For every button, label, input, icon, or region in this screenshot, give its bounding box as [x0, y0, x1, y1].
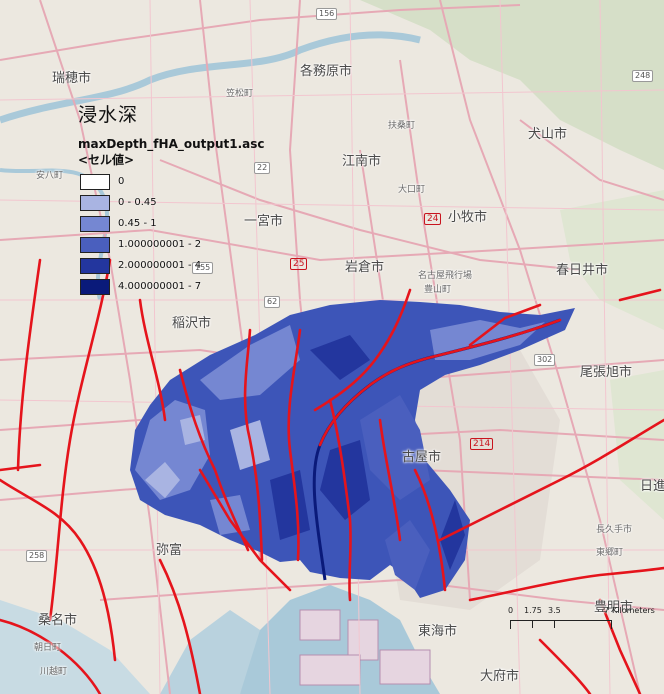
route-shield: 155 [192, 262, 214, 274]
scale-tick-label: 3.5 [548, 606, 561, 615]
scale-tick-label: 0 [508, 606, 514, 615]
scale-bar: 0 1.75 3.5 7 Kilometers [508, 606, 655, 636]
place-label: 東郷町 [596, 548, 624, 558]
place-label: 長久手市 [596, 525, 633, 535]
river-network [0, 258, 664, 694]
place-label: 大口町 [398, 185, 426, 195]
route-shield: 248 [632, 70, 654, 82]
legend-class: 4.000000001 - 7 [78, 276, 308, 297]
scale-bar-line [510, 620, 612, 629]
place-label: 日進 [640, 479, 664, 494]
legend-swatch [80, 236, 110, 253]
port-island-3 [299, 654, 361, 686]
route-shield: 22 [254, 162, 271, 174]
legend-swatch [80, 194, 110, 211]
legend-classes: 0 0 - 0.45 0.45 - 1 1.000000001 - 2 2.00… [78, 171, 308, 297]
place-label: 各務原市 [300, 64, 353, 79]
route-shield: 258 [26, 550, 48, 562]
place-label: 東海市 [418, 624, 458, 639]
legend-class: 0 [78, 171, 308, 192]
place-label: 弥富 [156, 543, 183, 558]
scale-unit: Kilometers [612, 606, 655, 615]
scale-tick-label: 7 [604, 606, 610, 615]
place-label: 江南市 [342, 154, 382, 169]
legend-subtitle: <セル値> [78, 153, 135, 167]
legend-title: 浸水深 [78, 104, 139, 126]
place-label: 豊山町 [424, 285, 452, 295]
legend-swatch [80, 173, 110, 190]
place-label: 瑞穂市 [52, 71, 92, 86]
legend-class-label: 0 - 0.45 [118, 197, 157, 208]
place-label: 安八町 [36, 171, 64, 181]
place-label: 桑名市 [38, 613, 78, 628]
hill-area-east [610, 370, 664, 520]
legend-swatch [80, 215, 110, 232]
legend-class-label: 1.000000001 - 2 [118, 239, 202, 250]
route-shield: 214 [470, 438, 494, 450]
place-label: 朝日町 [34, 643, 62, 653]
place-label: 古屋市 [402, 450, 442, 465]
place-label: 川越町 [40, 667, 68, 677]
scale-bar-tick [554, 620, 555, 628]
route-shield: 24 [424, 213, 442, 225]
place-label: 春日井市 [556, 263, 609, 278]
legend-class-label: 0.45 - 1 [118, 218, 157, 229]
mountain-area [360, 0, 664, 170]
place-label: 笠松町 [226, 89, 254, 99]
legend-class: 1.000000001 - 2 [78, 234, 308, 255]
legend-class: 0 - 0.45 [78, 192, 308, 213]
place-label: 扶桑町 [388, 121, 416, 131]
place-label: 小牧市 [448, 210, 488, 225]
map-legend: 浸水深 maxDepth_fHA_output1.asc <セル値> 0 0 -… [78, 100, 308, 297]
place-label: 岩倉市 [345, 260, 385, 275]
legend-class-label: 4.000000001 - 7 [118, 281, 202, 292]
place-label: 尾張旭市 [580, 365, 633, 380]
legend-class: 0.45 - 1 [78, 213, 308, 234]
legend-layer-name: maxDepth_fHA_output1.asc [78, 137, 265, 151]
place-label: 名古屋飛行場 [418, 271, 473, 281]
place-label: 豊明市 [594, 600, 634, 615]
port-island-4 [379, 649, 431, 685]
place-label: 稲沢市 [172, 316, 212, 331]
legend-class-label: 0 [118, 176, 125, 187]
legend-class-label: 2.000000001 - 4 [118, 260, 202, 271]
route-shield: 302 [534, 354, 556, 366]
port-island-2 [347, 619, 379, 661]
legend-swatch [80, 257, 110, 274]
legend-swatch [80, 278, 110, 295]
bay-west [0, 600, 150, 694]
port-island-1 [299, 609, 341, 641]
place-label: 一宮市 [244, 214, 284, 229]
route-shield: 156 [316, 8, 338, 20]
place-label: 大府市 [480, 669, 520, 684]
route-shield: 25 [290, 258, 308, 270]
scale-bar-tick [532, 620, 533, 628]
scale-tick-label: 1.75 [524, 606, 542, 615]
legend-class: 2.000000001 - 4 [78, 255, 308, 276]
route-shield: 62 [264, 296, 281, 308]
place-label: 犬山市 [528, 127, 568, 142]
bay-mid [160, 610, 260, 694]
kiso-river-upper [0, 31, 421, 124]
